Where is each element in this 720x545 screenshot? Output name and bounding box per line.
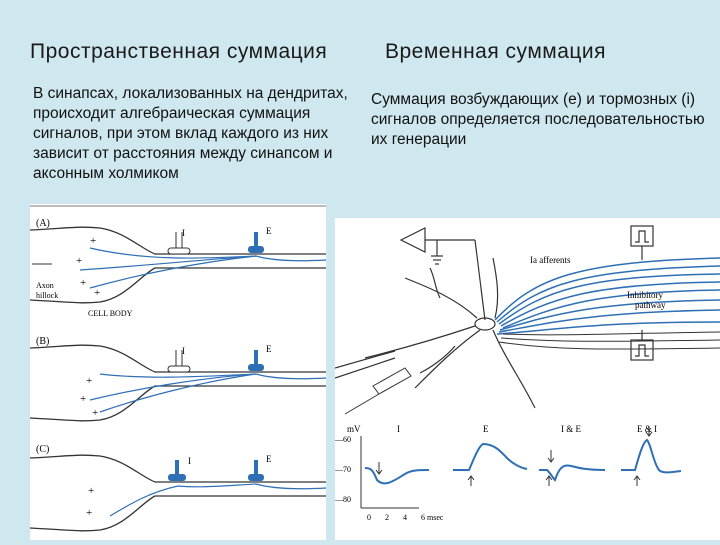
motor-neuron xyxy=(334,257,536,409)
inhibitory-label-1: Inhibitory xyxy=(627,290,663,300)
svg-text:—70: —70 xyxy=(335,465,351,474)
mv-label: mV xyxy=(347,424,361,434)
temporal-summation-text: Суммация возбуждающих (е) и тормозных (i… xyxy=(371,91,705,148)
svg-text:I: I xyxy=(397,424,400,434)
panel-a: (A) I E + + + + Axon hillock CELL BODY xyxy=(29,218,327,318)
recording-electrode xyxy=(399,227,486,321)
svg-text:E & I: E & I xyxy=(637,424,657,434)
trace-e xyxy=(453,442,528,471)
inhibitory-synapse-b xyxy=(167,365,191,373)
stimulator-top xyxy=(630,225,654,260)
ia-afferent-fibers xyxy=(494,257,720,335)
panel-a-label: (A) xyxy=(36,218,50,229)
excitatory-synapse-b xyxy=(248,364,264,371)
svg-text:+: + xyxy=(80,393,86,405)
excitatory-synapse-a xyxy=(248,246,264,253)
inhibitory-pathway-fibers xyxy=(498,331,720,350)
excitatory-synapse-c xyxy=(248,474,264,481)
panel-b: (B) I E + + + xyxy=(29,336,327,422)
stimulator-bottom xyxy=(630,330,654,361)
svg-text:2: 2 xyxy=(385,513,389,522)
axon xyxy=(344,367,412,415)
spatial-summation-text: В синапсах, локализованных на дендритах,… xyxy=(33,85,348,182)
svg-text:—60: —60 xyxy=(335,435,351,444)
svg-text:Axon: Axon xyxy=(36,281,54,290)
trace-e-and-i xyxy=(621,438,682,474)
temporal-summation-figure: Ia afferents Inhibitory pathway mV xyxy=(334,218,720,540)
svg-text:—80: —80 xyxy=(335,495,351,504)
svg-text:E: E xyxy=(266,344,272,354)
panel-b-label: (B) xyxy=(36,336,49,347)
svg-text:+: + xyxy=(94,287,100,299)
svg-text:I: I xyxy=(182,228,185,238)
spatial-summation-title: Пространственная суммация xyxy=(30,40,328,63)
trace-i xyxy=(364,467,430,485)
voltage-traces: mV —60 —70 —80 0 2 4 6 msec I E I & E E … xyxy=(334,424,682,522)
inhibitory-label-2: pathway xyxy=(635,300,666,310)
svg-text:0: 0 xyxy=(367,513,371,522)
svg-text:6 msec: 6 msec xyxy=(421,513,444,522)
ia-afferents-label: Ia afferents xyxy=(530,255,571,265)
svg-text:CELL BODY: CELL BODY xyxy=(88,309,133,318)
svg-text:+: + xyxy=(80,277,86,289)
svg-text:+: + xyxy=(90,235,96,247)
trace-i-and-e xyxy=(539,464,606,482)
svg-text:+: + xyxy=(76,255,82,267)
temporal-summation-title: Временная суммация xyxy=(385,40,607,63)
svg-text:E: E xyxy=(483,424,489,434)
svg-text:I: I xyxy=(188,456,191,466)
inhibitory-synapse-c xyxy=(168,474,186,481)
svg-text:E: E xyxy=(266,454,272,464)
svg-text:I & E: I & E xyxy=(561,424,581,434)
svg-text:+: + xyxy=(92,407,98,419)
svg-text:hillock: hillock xyxy=(36,291,58,300)
panel-c: (C) I E + + xyxy=(29,444,327,532)
svg-text:+: + xyxy=(86,507,92,519)
svg-text:I: I xyxy=(182,346,185,356)
panel-c-label: (C) xyxy=(36,444,49,455)
svg-text:E: E xyxy=(266,226,272,236)
spatial-summation-figure: (A) I E + + + + Axon hillock CELL BODY xyxy=(29,204,327,540)
svg-text:+: + xyxy=(86,375,92,387)
svg-text:+: + xyxy=(88,485,94,497)
svg-text:4: 4 xyxy=(403,513,407,522)
inhibitory-synapse-a xyxy=(167,247,191,255)
